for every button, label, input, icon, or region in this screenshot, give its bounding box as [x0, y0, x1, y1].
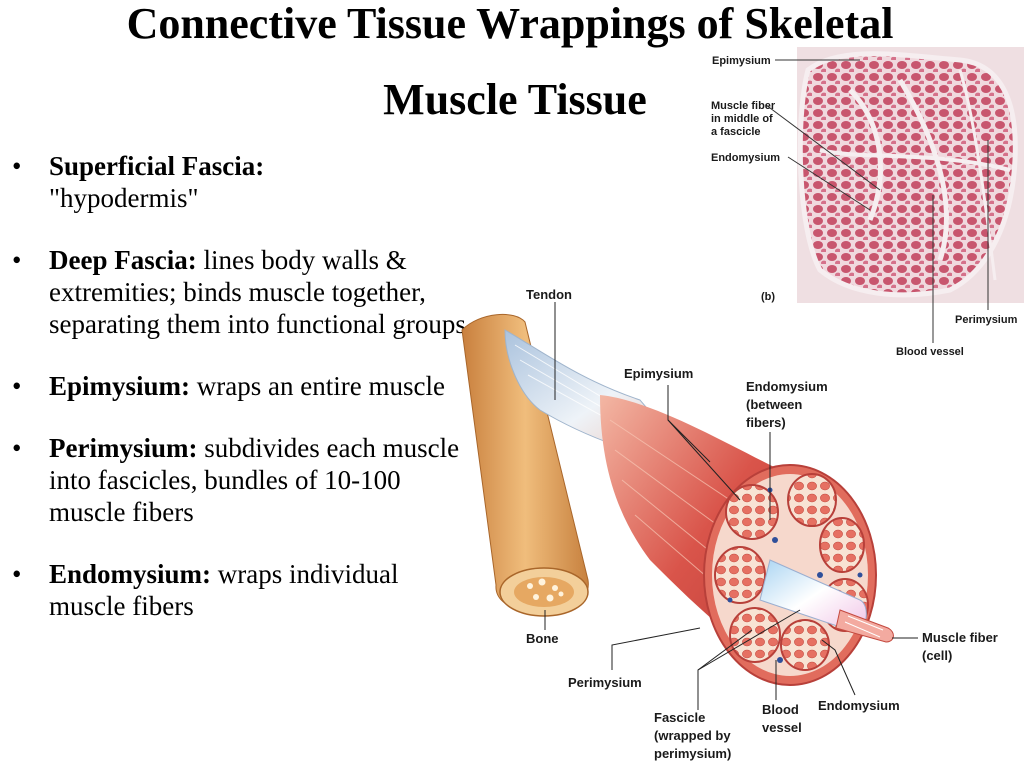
- slide-title-line2: Muscle Tissue: [383, 75, 647, 124]
- label-endomysium: Endomysium: [818, 698, 900, 713]
- bullet-term: Epimysium:: [49, 371, 191, 401]
- bullet-term: Superficial Fascia:: [49, 151, 265, 181]
- micrograph-panel-label: (b): [761, 291, 775, 303]
- micrograph-image: [797, 47, 1024, 303]
- bullet-icon: •: [12, 559, 22, 589]
- slide-title: Connective Tissue Wrappings of Skeletal: [126, 0, 894, 48]
- bullet-icon: •: [12, 371, 22, 401]
- label-tendon: Tendon: [526, 287, 572, 302]
- label-bone: Bone: [526, 631, 559, 646]
- bullet-superficial-fascia: • Superficial Fascia: "hypodermis": [10, 150, 475, 214]
- micro-label-endomysium: Endomysium: [711, 152, 780, 164]
- micro-label-fiber-2: in middle of: [711, 113, 773, 125]
- bullet-text: subdivides each muscle into fascicles, b…: [49, 433, 460, 527]
- micro-label-fiber-1: Muscle fiber: [711, 100, 776, 112]
- bullet-text: wraps individual muscle fibers: [49, 559, 399, 621]
- label-endomysium-between-1: Endomysium: [746, 379, 828, 394]
- label-muscle-fiber-2: (cell): [922, 648, 952, 663]
- bullet-text: wraps an entire muscle: [196, 371, 445, 401]
- bullet-term: Perimysium:: [49, 433, 198, 463]
- label-perimysium: Perimysium: [568, 675, 642, 690]
- bullet-icon: •: [12, 245, 22, 275]
- label-fascicle-3: perimysium): [654, 746, 731, 761]
- bullet-text: lines body walls & extremities; binds mu…: [49, 245, 466, 339]
- micro-label-vessel: Blood vessel: [896, 346, 964, 358]
- label-fascicle-1: Fascicle: [654, 710, 705, 725]
- bullet-endomysium: • Endomysium: wraps individual muscle fi…: [10, 558, 475, 622]
- label-endomysium-between-2: (between: [746, 397, 802, 412]
- label-endomysium-between-3: fibers): [746, 415, 786, 430]
- label-muscle-fiber-1: Muscle fiber: [922, 630, 998, 645]
- muscle-illustration: [461, 313, 894, 686]
- bullet-term: Endomysium:: [49, 559, 212, 589]
- label-epimysium: Epimysium: [624, 366, 693, 381]
- label-blood-vessel-2: vessel: [762, 720, 802, 735]
- label-fascicle-2: (wrapped by: [654, 728, 731, 743]
- micro-label-epimysium: Epimysium: [712, 55, 771, 67]
- bullet-epimysium: • Epimysium: wraps an entire muscle: [10, 370, 475, 402]
- bullet-term: Deep Fascia:: [49, 245, 197, 275]
- micro-label-fiber-3: a fascicle: [711, 126, 761, 138]
- micro-label-perimysium: Perimysium: [955, 314, 1018, 326]
- bullet-list: • Superficial Fascia: "hypodermis" • Dee…: [10, 150, 475, 652]
- bullet-perimysium: • Perimysium: subdivides each muscle int…: [10, 432, 475, 528]
- bullet-icon: •: [12, 151, 22, 181]
- bullet-text: "hypodermis": [49, 183, 199, 213]
- label-blood-vessel-1: Blood: [762, 702, 799, 717]
- bullet-icon: •: [12, 433, 22, 463]
- bullet-deep-fascia: • Deep Fascia: lines body walls & extrem…: [10, 244, 475, 340]
